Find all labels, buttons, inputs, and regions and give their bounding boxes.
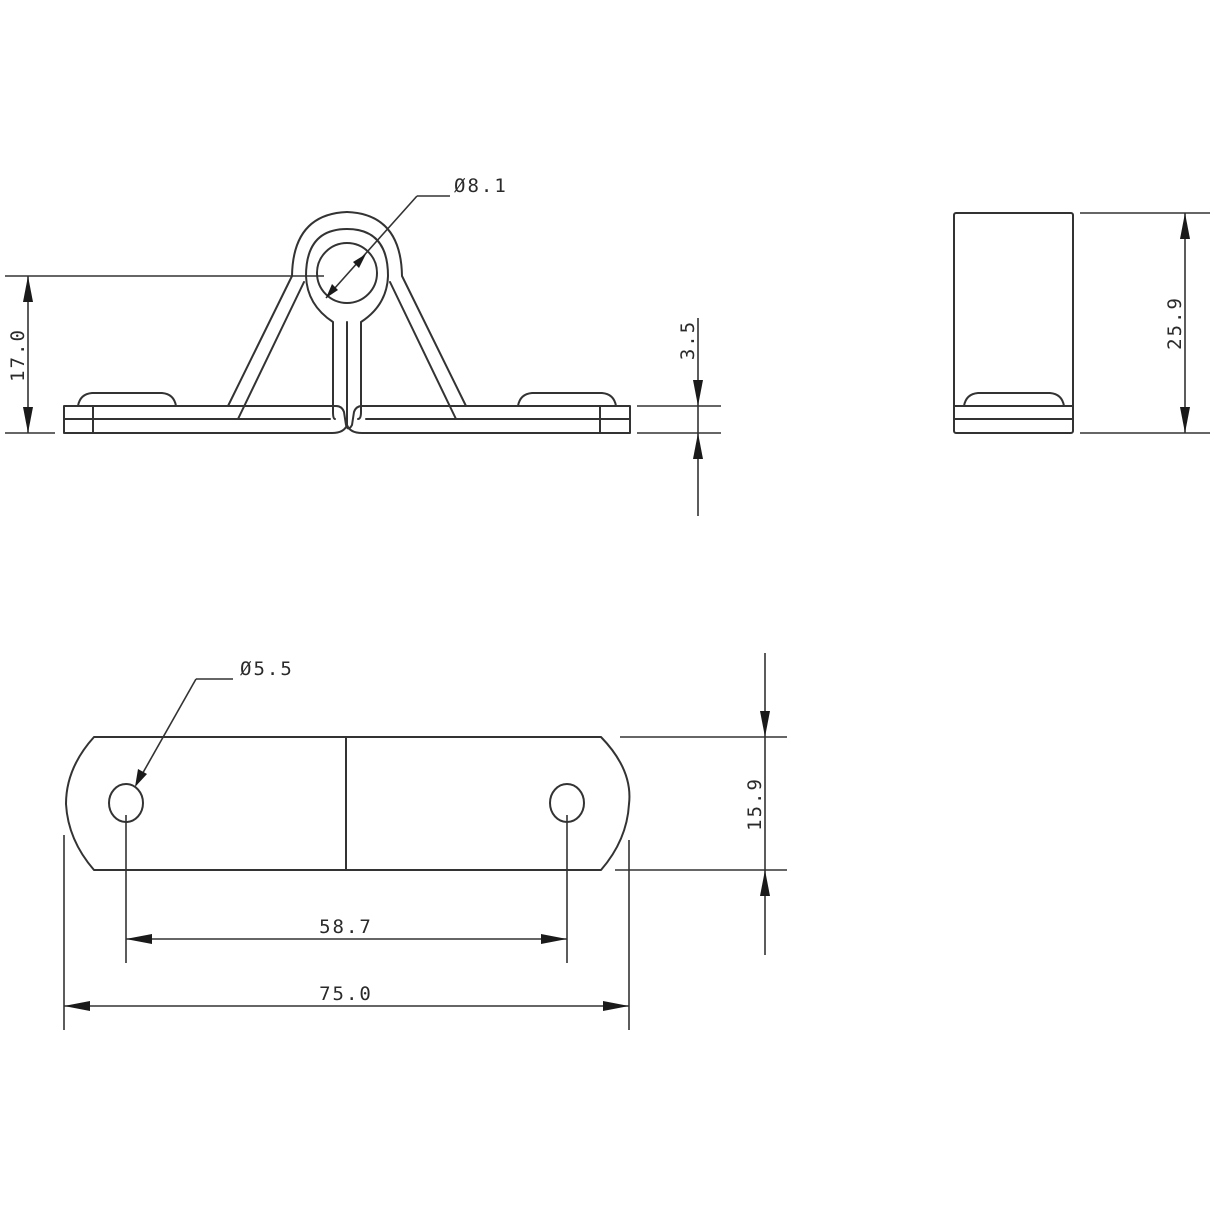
- mount-hole-diameter-label: Ø5.5: [240, 658, 294, 680]
- hole-diameter-callout: Ø8.1: [325, 175, 508, 299]
- right-pad: [517, 392, 617, 407]
- side-pad: [963, 392, 1065, 407]
- mount-hole-callout: Ø5.5: [135, 658, 294, 787]
- top-width-dimension: 15.9: [615, 653, 787, 955]
- eye-hole: [316, 242, 378, 304]
- height-dimension: 17.0: [5, 275, 324, 434]
- side-width-dimension: 25.9: [1080, 212, 1210, 434]
- hole-spacing-label: 58.7: [319, 916, 373, 938]
- hole-spacing-dimension: 58.7: [125, 815, 568, 963]
- eye-loop: [305, 228, 389, 426]
- height-label: 17.0: [7, 328, 29, 382]
- front-hole-diameter-label: Ø8.1: [454, 175, 508, 197]
- side-width-label: 25.9: [1164, 296, 1186, 350]
- overall-length-dimension: 75.0: [63, 835, 630, 1030]
- front-view: Ø8.1 17.0 3.5: [5, 175, 721, 516]
- side-view: 25.9: [953, 212, 1210, 434]
- base-plate: [63, 405, 631, 434]
- right-leg: [346, 211, 519, 420]
- left-pad: [77, 392, 177, 407]
- thickness-label: 3.5: [677, 320, 699, 360]
- side-outline: [953, 212, 1074, 434]
- overall-length-label: 75.0: [319, 983, 373, 1005]
- top-width-label: 15.9: [744, 777, 766, 831]
- top-outline: [65, 736, 631, 871]
- left-leg: [175, 211, 348, 420]
- top-view: Ø5.5 15.9 58.7 75.0: [63, 653, 787, 1030]
- thickness-dimension: 3.5: [637, 318, 721, 516]
